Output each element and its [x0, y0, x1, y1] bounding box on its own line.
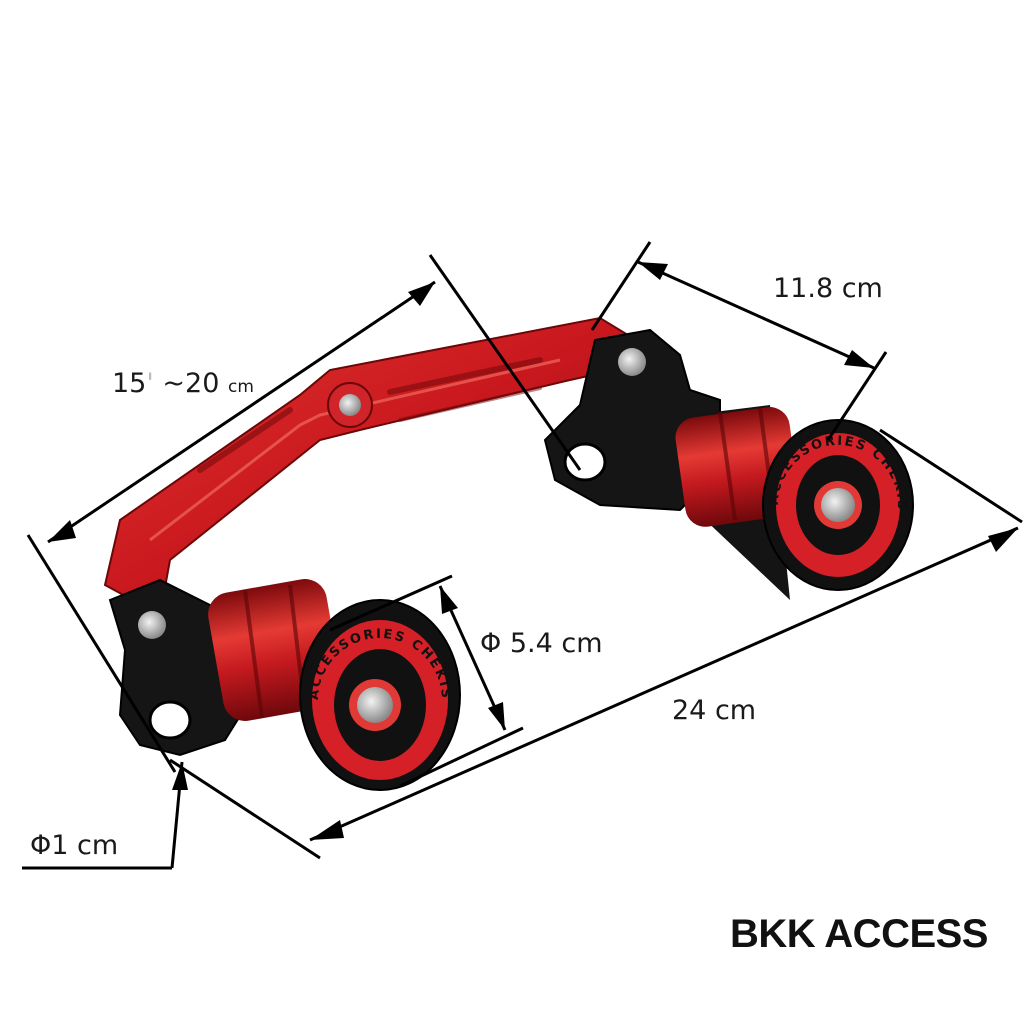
width-extension-right — [826, 351, 888, 441]
right-frame-slider: ACCESSORIES CHEKIS — [675, 405, 914, 600]
arm-length-extension-left — [26, 534, 177, 773]
left-slider-bolt — [357, 687, 393, 723]
overall-dimension-line — [309, 526, 1019, 842]
arm-length-extension-right — [428, 254, 582, 471]
overall-extension-right — [879, 428, 1023, 524]
width-dimension-line — [637, 260, 875, 370]
arm-length-unit: cm — [227, 377, 254, 397]
bolt-hole-diameter-label: Φ1 cm — [30, 830, 119, 861]
right-bolt-hole — [563, 442, 607, 482]
arm-length-min: 15 — [112, 368, 147, 399]
arm-length-label: 15' ~20 cm — [112, 368, 254, 399]
left-bolt-hole — [148, 700, 192, 740]
pivot-bolt — [339, 394, 361, 416]
red-swing-arm — [103, 316, 630, 617]
left-frame-slider: ACCESSORIES CHEKIS — [208, 579, 461, 791]
diameter-extension-top — [329, 574, 453, 632]
dimension-lines — [22, 241, 1023, 870]
arm-length-max: ~20 — [162, 368, 220, 399]
width-label: 11.8 cm — [773, 273, 883, 304]
right-slider-bolt — [821, 488, 855, 522]
dimension-arrowheads — [48, 262, 1018, 840]
left-bracket-bolt — [138, 611, 166, 639]
brand-watermark: BKK ACCESS — [730, 912, 989, 956]
overall-extension-left — [169, 758, 321, 860]
diameter-extension-bottom — [399, 726, 524, 788]
overall-length-label: 24 cm — [672, 695, 757, 726]
slider-diameter-label: Φ 5.4 cm — [480, 628, 603, 659]
arm-length-dimension-line — [47, 280, 436, 544]
width-extension-left — [590, 241, 652, 331]
right-bracket-bolt — [618, 348, 646, 376]
